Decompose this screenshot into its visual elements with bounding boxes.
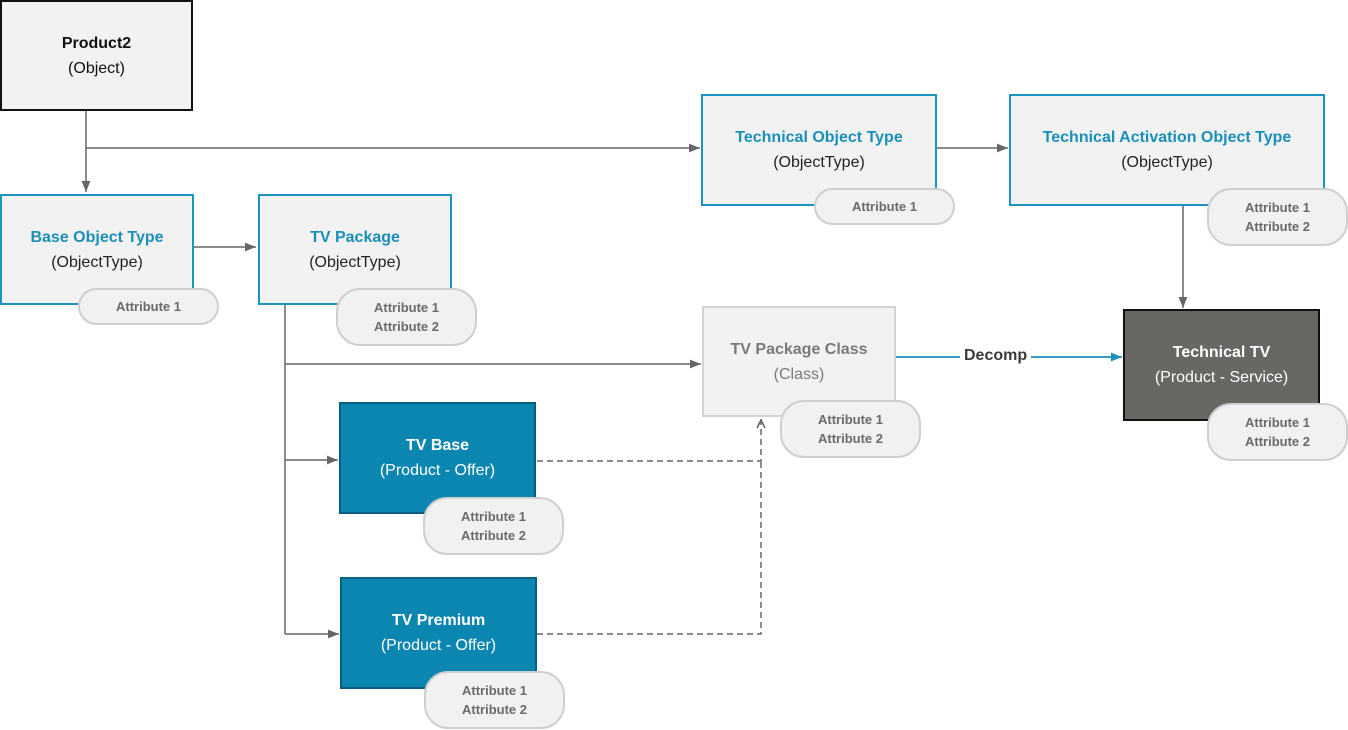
attribute-label: Attribute 1 bbox=[461, 509, 526, 524]
node-title: Product2 bbox=[61, 34, 132, 52]
attribute-label: Attribute 2 bbox=[818, 431, 883, 446]
attributes-technical-tv: Attribute 1 Attribute 2 bbox=[1207, 403, 1348, 461]
node-title: TV Premium bbox=[391, 612, 486, 629]
node-base-object-type[interactable]: Base Object Type (ObjectType) bbox=[0, 194, 194, 305]
node-subtitle: (ObjectType) bbox=[51, 253, 143, 271]
node-subtitle: (ObjectType) bbox=[773, 154, 865, 171]
attributes-tv-package-class: Attribute 1 Attribute 2 bbox=[780, 400, 921, 458]
edge-tv-premium-to-tv-package-class bbox=[537, 461, 762, 635]
attribute-label: Attribute 1 bbox=[462, 683, 527, 698]
node-tv-package-class[interactable]: TV Package Class (Class) bbox=[702, 306, 896, 417]
attribute-label: Attribute 2 bbox=[462, 702, 527, 717]
attribute-label: Attribute 2 bbox=[461, 528, 526, 543]
node-subtitle: (Product - Offer) bbox=[380, 637, 497, 654]
node-title: Base Object Type bbox=[30, 228, 164, 246]
node-tv-base[interactable]: TV Base (Product - Offer) bbox=[339, 402, 536, 514]
node-subtitle: (Class) bbox=[773, 365, 825, 383]
attribute-label: Attribute 2 bbox=[374, 319, 439, 334]
node-technical-tv[interactable]: Technical TV (Product - Service) bbox=[1123, 309, 1320, 421]
attributes-technical-object-type: Attribute 1 bbox=[814, 188, 955, 225]
node-title: Technical TV bbox=[1172, 344, 1271, 361]
attribute-label: Attribute 1 bbox=[1245, 415, 1310, 430]
attribute-label: Attribute 1 bbox=[116, 299, 181, 314]
node-technical-activation-object-type[interactable]: Technical Activation Object Type (Object… bbox=[1009, 94, 1325, 206]
decomp-label: Decomp bbox=[960, 347, 1032, 365]
node-product2[interactable]: Product2 (Object) bbox=[0, 0, 193, 111]
attribute-label: Attribute 1 bbox=[818, 412, 883, 427]
node-subtitle: (Object) bbox=[68, 59, 125, 77]
attribute-label: Attribute 1 bbox=[1245, 200, 1310, 215]
attribute-label: Attribute 2 bbox=[1245, 434, 1310, 449]
node-title: TV Base bbox=[405, 437, 470, 454]
node-tv-premium[interactable]: TV Premium (Product - Offer) bbox=[340, 577, 537, 689]
attributes-tv-package: Attribute 1 Attribute 2 bbox=[336, 288, 477, 346]
node-subtitle: (Product - Offer) bbox=[379, 462, 496, 479]
node-title: Technical Activation Object Type bbox=[1042, 129, 1292, 146]
edge-tv-base-to-tv-package-class bbox=[537, 419, 761, 462]
node-subtitle: (Product - Service) bbox=[1154, 369, 1289, 386]
attribute-label: Attribute 1 bbox=[374, 300, 439, 315]
attributes-technical-activation-object-type: Attribute 1 Attribute 2 bbox=[1207, 188, 1348, 246]
node-technical-object-type[interactable]: Technical Object Type (ObjectType) bbox=[701, 94, 937, 206]
attribute-label: Attribute 1 bbox=[852, 199, 917, 214]
node-tv-package[interactable]: TV Package (ObjectType) bbox=[258, 194, 452, 305]
attributes-tv-base: Attribute 1 Attribute 2 bbox=[423, 497, 564, 555]
node-subtitle: (ObjectType) bbox=[1121, 154, 1213, 171]
attributes-tv-premium: Attribute 1 Attribute 2 bbox=[424, 671, 565, 729]
node-title: Technical Object Type bbox=[735, 129, 903, 146]
node-subtitle: (ObjectType) bbox=[309, 253, 401, 271]
attributes-base-object-type: Attribute 1 bbox=[78, 288, 219, 325]
node-title: TV Package Class bbox=[730, 340, 868, 358]
attribute-label: Attribute 2 bbox=[1245, 219, 1310, 234]
node-title: TV Package bbox=[310, 228, 400, 246]
